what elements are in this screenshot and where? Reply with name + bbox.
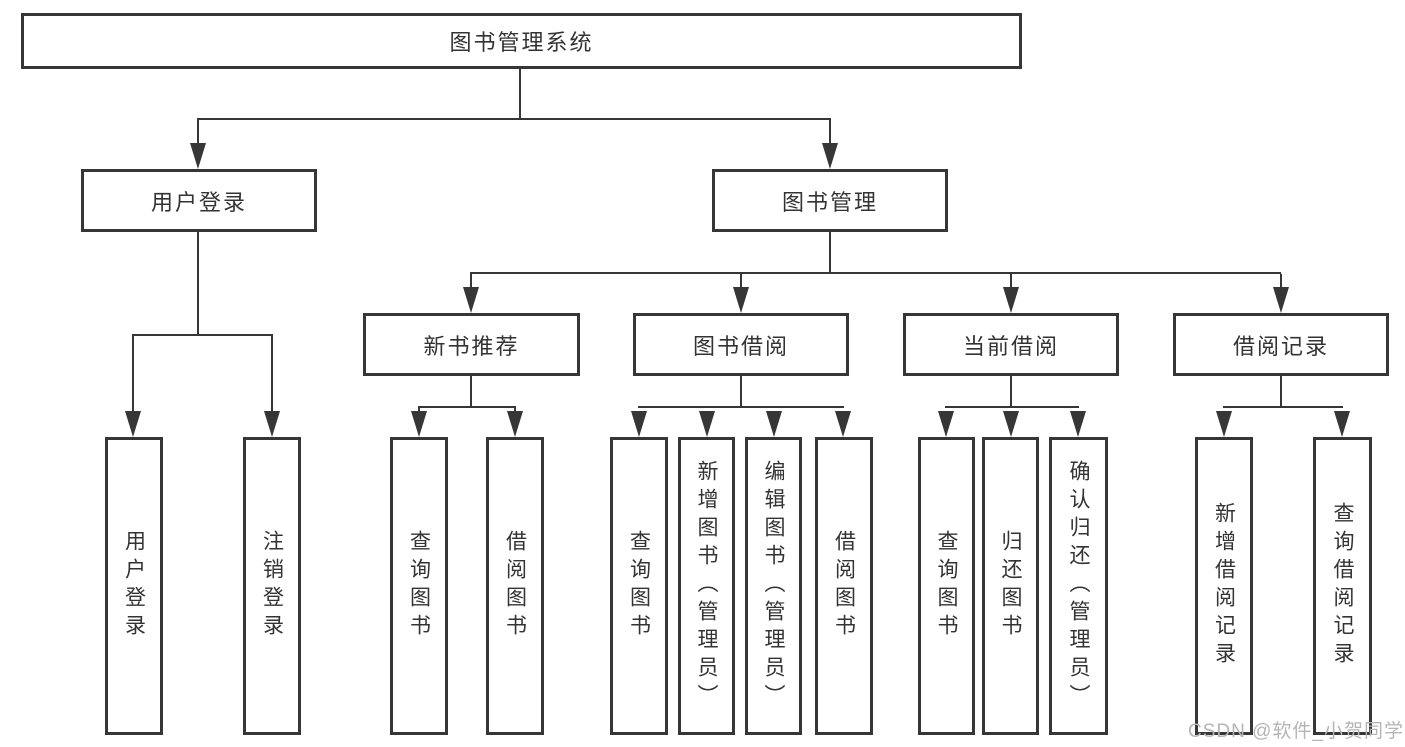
node-new-book-recommend: 新书推荐 [363, 313, 580, 376]
arrow-down-icon [822, 143, 838, 169]
node-book-management-label: 图书管理 [781, 189, 878, 215]
arrow-down-icon [190, 143, 206, 169]
node-borrow-records: 借阅记录 [1173, 313, 1389, 376]
node-current-borrow-label: 当前借阅 [962, 333, 1059, 359]
arrow-down-icon [766, 411, 782, 437]
leaf-add-books-admin: 新增图书（管理员） [678, 437, 735, 735]
connector-hbar [197, 118, 831, 120]
node-book-borrow-label: 图书借阅 [692, 333, 789, 359]
leaf-logout-login: 注销登录 [243, 437, 301, 735]
arrow-down-icon [125, 411, 141, 437]
node-user-login-label: 用户登录 [150, 189, 247, 215]
arrow-down-icon [463, 287, 479, 313]
leaf-query-books-current: 查询图书 [918, 437, 975, 735]
leaf-query-books-borrow: 查询图书 [610, 437, 668, 735]
arrow-down-icon [1070, 411, 1086, 437]
arrow-down-icon [1003, 411, 1019, 437]
connector-vline [829, 232, 831, 273]
leaf-edit-books-admin: 编辑图书（管理员） [745, 437, 802, 735]
arrow-down-icon [733, 287, 749, 313]
connector-vline [829, 120, 831, 144]
arrow-down-icon [264, 411, 280, 437]
arrow-down-icon [1334, 411, 1350, 437]
arrow-down-icon [835, 411, 851, 437]
connector-vline [1010, 274, 1012, 288]
connector-vline [519, 69, 521, 119]
arrow-down-icon [938, 411, 954, 437]
connector-vline [740, 376, 742, 407]
arrow-down-icon [631, 411, 647, 437]
connector-vline [740, 274, 742, 288]
arrow-down-icon [1003, 287, 1019, 313]
node-book-management: 图书管理 [712, 169, 948, 232]
leaf-add-borrow-record: 新增借阅记录 [1195, 437, 1253, 735]
connector-hbar [418, 406, 516, 408]
connector-vline [1010, 376, 1012, 407]
arrow-down-icon [507, 411, 523, 437]
connector-hbar [132, 334, 273, 336]
node-book-borrow: 图书借阅 [633, 313, 849, 376]
connector-vline [470, 274, 472, 288]
node-library-system: 图书管理系统 [21, 13, 1022, 69]
node-user-login: 用户登录 [81, 169, 317, 232]
leaf-query-books-recommend: 查询图书 [390, 437, 448, 735]
arrow-down-icon [411, 411, 427, 437]
connector-hbar [1223, 406, 1343, 408]
connector-vline [418, 408, 420, 413]
connector-vline [197, 232, 199, 335]
connector-vline [1280, 376, 1282, 407]
connector-vline [132, 336, 134, 412]
connector-hbar [638, 406, 844, 408]
node-current-borrow: 当前借阅 [903, 313, 1119, 376]
leaf-confirm-return-admin: 确认归还（管理员） [1049, 437, 1108, 735]
arrow-down-icon [699, 411, 715, 437]
leaf-borrow-books-recommend: 借阅图书 [486, 437, 544, 735]
arrow-down-icon [1273, 287, 1289, 313]
leaf-return-books: 归还图书 [982, 437, 1039, 735]
node-new-book-recommend-label: 新书推荐 [423, 333, 520, 359]
connector-vline [470, 376, 472, 407]
csdn-watermark: CSDN @软件_小贺同学 [1188, 721, 1404, 742]
arrow-down-icon [1216, 411, 1232, 437]
connector-vline [514, 408, 516, 413]
leaf-query-borrow-record: 查询借阅记录 [1313, 437, 1372, 735]
node-borrow-records-label: 借阅记录 [1232, 333, 1329, 359]
leaf-borrow-books: 借阅图书 [815, 437, 873, 735]
connector-hbar [945, 406, 1079, 408]
leaf-user-login: 用户登录 [105, 437, 163, 735]
node-library-system-label: 图书管理系统 [449, 30, 594, 55]
connector-vline [197, 120, 199, 144]
connector-vline [271, 336, 273, 412]
connector-vline [1280, 274, 1282, 288]
connector-hbar [470, 272, 1281, 274]
